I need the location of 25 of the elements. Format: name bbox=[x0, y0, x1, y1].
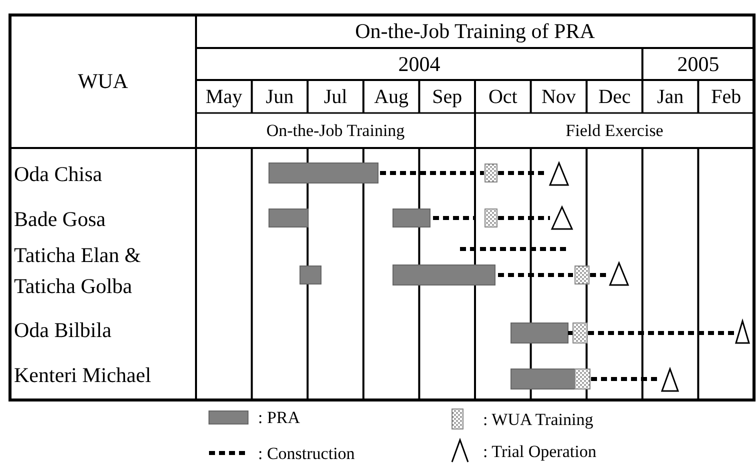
month-header: Jan bbox=[656, 86, 684, 106]
row-label: Oda Bilbila bbox=[14, 320, 112, 340]
legend-label: : Construction bbox=[258, 444, 355, 462]
column-header: WUA bbox=[78, 71, 128, 92]
legend-label: : PRA bbox=[258, 408, 300, 426]
month-header: Dec bbox=[598, 86, 631, 106]
table-title: On-the-Job Training of PRA bbox=[355, 21, 595, 42]
year-header: 2005 bbox=[677, 54, 720, 74]
legend-label: : WUA Training bbox=[483, 410, 594, 428]
row-label: Taticha Elan & Taticha Golba bbox=[14, 242, 142, 300]
month-header: Feb bbox=[711, 86, 742, 106]
row-label: Oda Chisa bbox=[14, 164, 102, 184]
month-header: May bbox=[206, 86, 242, 106]
row-label: Bade Gosa bbox=[14, 208, 106, 230]
month-header: Oct bbox=[488, 86, 518, 106]
phase-header: Field Exercise bbox=[566, 122, 664, 139]
month-header: Nov bbox=[541, 86, 576, 106]
legend-label: : Trial Operation bbox=[483, 442, 596, 460]
month-header: Aug bbox=[374, 86, 409, 106]
year-header: 2004 bbox=[398, 54, 440, 74]
month-header: Jul bbox=[324, 86, 348, 106]
phase-header: On-the-Job Training bbox=[266, 122, 405, 139]
month-header: Jun bbox=[266, 86, 294, 106]
month-header: Sep bbox=[432, 86, 462, 106]
row-label: Kenteri Michael bbox=[14, 364, 152, 386]
